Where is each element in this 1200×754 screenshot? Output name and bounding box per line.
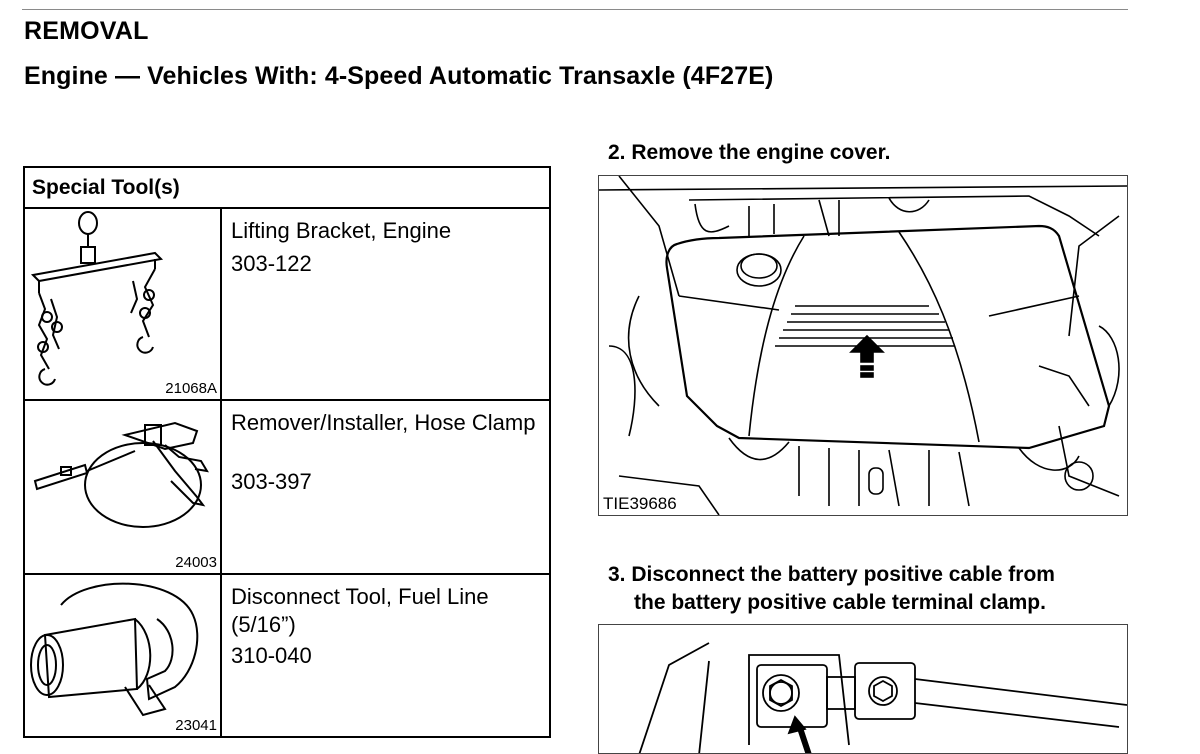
special-tools-header: Special Tool(s) <box>25 168 549 209</box>
tool-number: 303-397 <box>231 469 312 494</box>
hose-clamp-tool-illustration <box>33 421 209 528</box>
figure-label: TIE39686 <box>601 494 679 514</box>
top-rule <box>22 9 1128 10</box>
step-3-instruction-line2: the battery positive cable terminal clam… <box>634 591 1046 614</box>
battery-terminal-figure <box>598 624 1128 754</box>
lifting-bracket-illustration <box>30 211 164 386</box>
tool-image-code: 23041 <box>175 717 217 734</box>
tool-number: 310-040 <box>231 643 312 668</box>
engine-cover-illustration <box>599 176 1127 515</box>
step-2-instruction: 2. Remove the engine cover. <box>608 141 891 164</box>
engine-cover-figure: TIE39686 <box>598 175 1128 516</box>
fuel-line-disconnect-tool-illustration <box>30 582 199 717</box>
tool-row: 21068A Lifting Bracket, Engine 303-122 <box>25 209 549 401</box>
tool-image-cell: 23041 <box>25 575 222 736</box>
tool-image-cell: 24003 <box>25 401 222 573</box>
battery-terminal-illustration <box>638 642 1127 753</box>
tool-row: 24003 Remover/Installer, Hose Clamp 303-… <box>25 401 549 575</box>
tool-image-code: 24003 <box>175 554 217 571</box>
tool-name: Disconnect Tool, Fuel Line (5/16”) <box>231 584 489 637</box>
tool-number: 303-122 <box>231 251 312 276</box>
tool-name: Remover/Installer, Hose Clamp <box>231 410 536 435</box>
special-tools-table: Special Tool(s) 21068A L <box>23 166 551 738</box>
section-subheading: Engine — Vehicles With: 4-Speed Automati… <box>24 62 774 90</box>
tool-row: 23041 Disconnect Tool, Fuel Line (5/16”)… <box>25 575 549 736</box>
tool-name: Lifting Bracket, Engine <box>231 218 452 243</box>
step-3-instruction-line1: 3. Disconnect the battery positive cable… <box>608 563 1055 586</box>
tool-image-code: 21068A <box>165 380 217 397</box>
section-heading: REMOVAL <box>24 17 149 45</box>
tool-image-cell: 21068A <box>25 209 222 399</box>
